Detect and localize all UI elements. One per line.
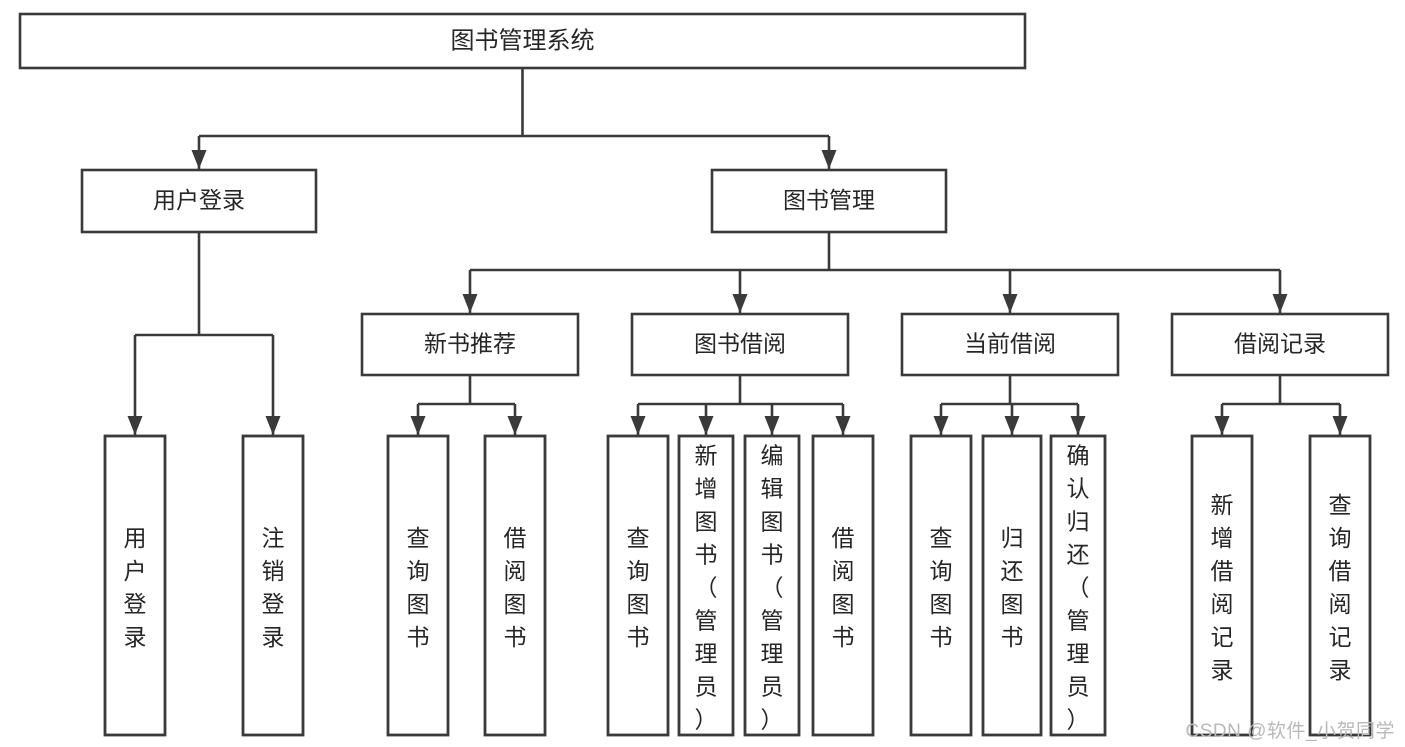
leaf-g1-1-label: 新增图书（管理员）: [695, 442, 718, 732]
leaf-g2-2-box: [1049, 434, 1107, 737]
leaf-g0-0-box: [386, 434, 450, 737]
leaf-user-0-box: [103, 434, 167, 737]
leaf-g2-2: 确认归还（管理员）: [1049, 434, 1107, 737]
leaf-g0-0: 查询图书: [386, 434, 450, 737]
leaf-g2-0-box: [909, 434, 973, 737]
node-group-0-label: 新书推荐: [424, 331, 516, 357]
leaf-g2-1: 归还图书: [981, 434, 1043, 737]
leaf-g1-1-box: [677, 434, 735, 737]
node-group-3: 借阅记录: [1170, 312, 1390, 377]
node-group-2-box: [900, 312, 1120, 377]
arrow-head-icon: [191, 150, 207, 169]
arrow-head-icon: [462, 294, 478, 313]
node-book-management: 图书管理: [710, 168, 948, 234]
node-boxes: 图书管理系统用户登录图书管理用户登录注销登录新书推荐查询图书借阅图书图书借阅查询…: [18, 12, 1390, 737]
node-group-3-box: [1170, 312, 1390, 377]
watermark-text: CSDN @软件_小贺同学: [1185, 721, 1395, 742]
node-group-1-label: 图书借阅: [694, 331, 786, 357]
leaf-g0-1-box: [483, 434, 547, 737]
node-group-0-box: [360, 312, 580, 377]
node-user-login: 用户登录: [80, 168, 318, 234]
node-group-2-label: 当前借阅: [964, 331, 1056, 357]
arrow-head-icon: [732, 294, 748, 313]
leaf-g0-1-label: 借阅图书: [504, 525, 527, 650]
arrow-head-icon: [835, 416, 851, 435]
node-group-2: 当前借阅: [900, 312, 1120, 377]
arrow-head-icon: [1002, 294, 1018, 313]
node-book-management-box: [710, 168, 948, 234]
leaf-g3-0-box: [1190, 434, 1254, 737]
leaf-g0-0-label: 查询图书: [407, 525, 430, 650]
arrow-head-icon: [265, 416, 281, 435]
leaf-g1-2-box: [743, 434, 801, 737]
node-group-1: 图书借阅: [630, 312, 850, 377]
leaf-g0-1: 借阅图书: [483, 434, 547, 737]
arrow-head-icon: [127, 416, 143, 435]
connector-lines: [127, 68, 1348, 435]
arrow-head-icon: [933, 416, 949, 435]
leaf-g1-0-box: [606, 434, 670, 737]
arrow-head-icon: [1272, 294, 1288, 313]
leaf-user-1-label: 注销登录: [262, 525, 285, 650]
leaf-user-0-label: 用户登录: [124, 525, 147, 650]
leaf-g3-0-label: 新增借阅记录: [1211, 492, 1234, 683]
leaf-user-0: 用户登录: [103, 434, 167, 737]
root-node-system: 图书管理系统: [18, 12, 1027, 70]
node-group-0: 新书推荐: [360, 312, 580, 377]
leaf-g2-0-label: 查询图书: [930, 525, 953, 650]
arrow-head-icon: [1070, 416, 1086, 435]
arrow-head-icon: [698, 416, 714, 435]
node-group-3-label: 借阅记录: [1234, 331, 1326, 357]
leaf-g1-1: 新增图书（管理员）: [677, 434, 735, 737]
arrow-head-icon: [1332, 416, 1348, 435]
node-group-1-box: [630, 312, 850, 377]
leaf-g3-1-label: 查询借阅记录: [1329, 492, 1352, 683]
arrow-head-icon: [630, 416, 646, 435]
node-user-login-box: [80, 168, 318, 234]
leaf-g1-3-label: 借阅图书: [832, 525, 855, 650]
arrow-head-icon: [1214, 416, 1230, 435]
leaf-g1-0-label: 查询图书: [627, 525, 650, 650]
leaf-g1-2: 编辑图书（管理员）: [743, 434, 801, 737]
leaf-g2-1-box: [981, 434, 1043, 737]
arrow-head-icon: [1004, 416, 1020, 435]
leaf-g1-0: 查询图书: [606, 434, 670, 737]
leaf-g2-0: 查询图书: [909, 434, 973, 737]
leaf-user-1-box: [241, 434, 305, 737]
node-user-login-label: 用户登录: [153, 187, 245, 213]
root-node-system-label: 图书管理系统: [451, 27, 595, 54]
leaf-g1-3: 借阅图书: [811, 434, 875, 737]
root-node-system-box: [18, 12, 1027, 70]
arrow-head-icon: [410, 416, 426, 435]
leaf-g1-2-label: 编辑图书（管理员）: [761, 442, 784, 732]
arrow-head-icon: [507, 416, 523, 435]
leaf-g3-1: 查询借阅记录: [1308, 434, 1372, 737]
leaf-g1-3-box: [811, 434, 875, 737]
leaf-g2-2-label: 确认归还（管理员）: [1067, 442, 1090, 732]
arrow-head-icon: [821, 150, 837, 169]
leaf-user-1: 注销登录: [241, 434, 305, 737]
node-book-management-label: 图书管理: [783, 187, 875, 213]
arrow-head-icon: [764, 416, 780, 435]
leaf-g2-1-label: 归还图书: [1001, 525, 1024, 650]
leaf-g3-0: 新增借阅记录: [1190, 434, 1254, 737]
leaf-g3-1-box: [1308, 434, 1372, 737]
